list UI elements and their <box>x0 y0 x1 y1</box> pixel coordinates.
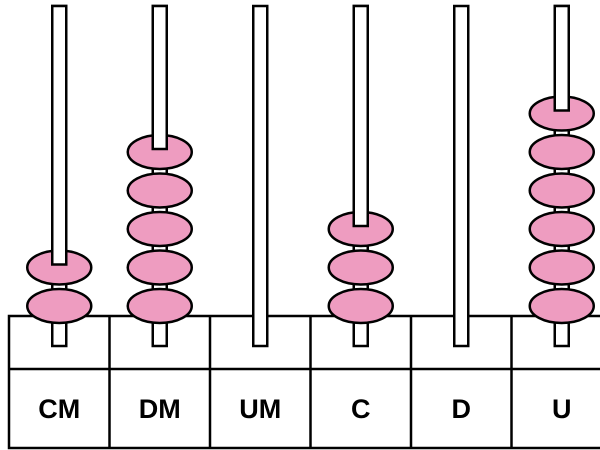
bead-cm <box>26 287 93 325</box>
place-label-u: U <box>552 394 572 424</box>
bead-u <box>528 172 595 209</box>
rod-top-cm <box>51 4 68 266</box>
bead-c <box>327 249 394 286</box>
abacus-rods <box>51 4 570 348</box>
place-label-c: C <box>351 394 371 424</box>
place-label-d: D <box>452 394 472 424</box>
bead-dm <box>126 172 193 209</box>
bead-u <box>528 249 595 286</box>
rod-d <box>453 4 470 348</box>
base-frame <box>7 314 600 450</box>
abacus-beads <box>26 4 595 325</box>
bead-c <box>327 287 394 325</box>
rod-top-u <box>553 4 570 112</box>
bead-dm <box>126 287 193 325</box>
rod-top-c <box>352 4 369 228</box>
bead-dm <box>126 210 193 248</box>
place-label-cm: CM <box>38 394 80 424</box>
bead-u <box>528 287 595 325</box>
bead-dm <box>126 249 193 286</box>
place-value-labels: CM DM UM C D U <box>38 394 571 424</box>
place-label-dm: DM <box>139 394 181 424</box>
place-label-um: UM <box>239 394 281 424</box>
rod-um <box>252 4 269 348</box>
bead-u <box>528 133 595 171</box>
rod-top-dm <box>151 4 168 151</box>
abacus-base <box>7 314 600 450</box>
bead-u <box>528 210 595 248</box>
